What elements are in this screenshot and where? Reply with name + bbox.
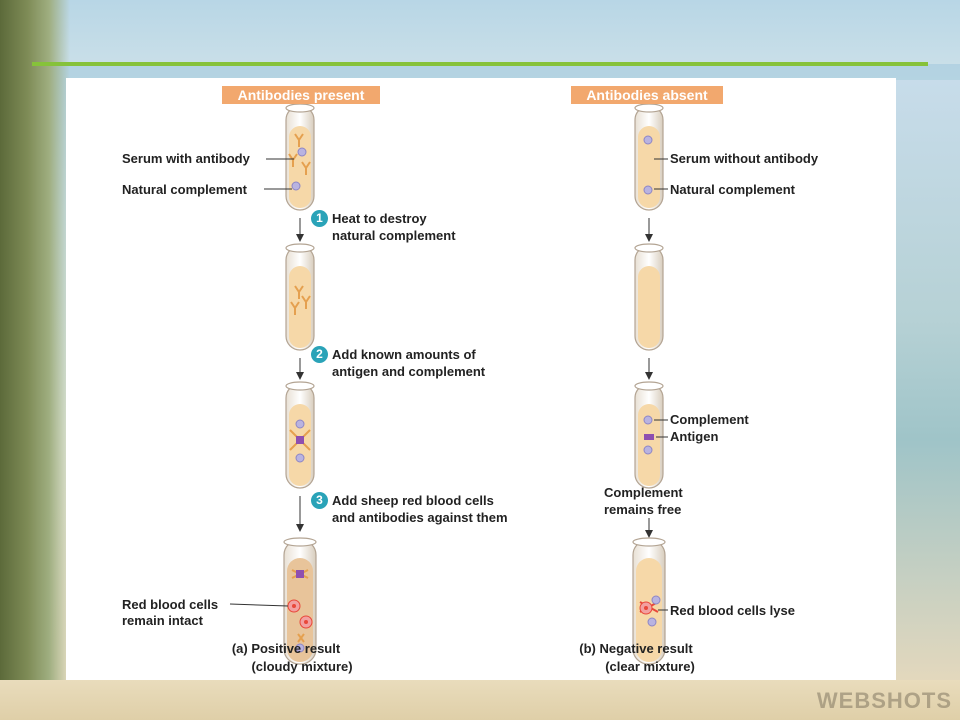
step-2-badge: 2	[311, 346, 328, 363]
label-complement: Complement	[670, 412, 749, 427]
tube-left-4	[283, 537, 317, 665]
label-complement-free-line1: Complement	[604, 485, 683, 500]
label-red-cells-lyse: Red blood cells lyse	[670, 603, 795, 618]
leader-red-cells-left	[229, 603, 289, 607]
tube-right-1	[634, 103, 664, 211]
background-palm	[0, 0, 70, 720]
step-1-line1: Heat to destroy	[332, 211, 427, 226]
result-negative-note: (clear mixture)	[605, 659, 695, 674]
step-1-line2: natural complement	[332, 228, 456, 243]
label-serum-without-antibody: Serum without antibody	[670, 151, 819, 166]
label-red-cells-line2: remain intact	[122, 613, 203, 628]
label-serum-with-antibody: Serum with antibody	[122, 151, 250, 166]
background-sand	[0, 680, 960, 720]
watermark: WEBSHOTS	[816, 688, 952, 713]
result-positive-note: (cloudy mixture)	[251, 659, 353, 674]
step-2-line1: Add known amounts of	[332, 347, 476, 362]
label-natural-complement-left: Natural complement	[122, 182, 247, 197]
step-1-badge: 1	[311, 210, 328, 227]
header-antibodies-absent: Antibodies absent	[571, 86, 723, 104]
tube-left-1	[285, 103, 315, 211]
step-3-line1: Add sheep red blood cells	[332, 493, 494, 508]
title-rule	[32, 62, 928, 66]
tube-right-3	[634, 381, 664, 489]
label-red-cells-line1: Red blood cells	[122, 597, 219, 612]
step-3-line2: and antibodies against them	[332, 510, 508, 525]
label-natural-complement-right: Natural complement	[670, 182, 795, 197]
header-antibodies-present: Antibodies present	[222, 86, 380, 104]
diagram-panel: Antibodies present Serum with antibody N…	[66, 78, 896, 680]
result-positive: (a) Positive result	[231, 641, 341, 656]
result-negative: (b) Negative result	[579, 641, 693, 656]
label-antigen: Antigen	[670, 429, 719, 444]
tube-left-2	[285, 243, 315, 351]
tube-right-2	[634, 243, 664, 351]
tube-right-4	[632, 537, 666, 665]
background-sea	[896, 80, 960, 680]
background-sky	[0, 0, 960, 64]
complement-fixation-diagram	[229, 103, 668, 665]
step-2-line2: antigen and complement	[332, 364, 486, 379]
step-3-badge: 3	[311, 492, 328, 509]
label-complement-free-line2: remains free	[604, 502, 682, 517]
tube-left-3	[285, 381, 315, 489]
